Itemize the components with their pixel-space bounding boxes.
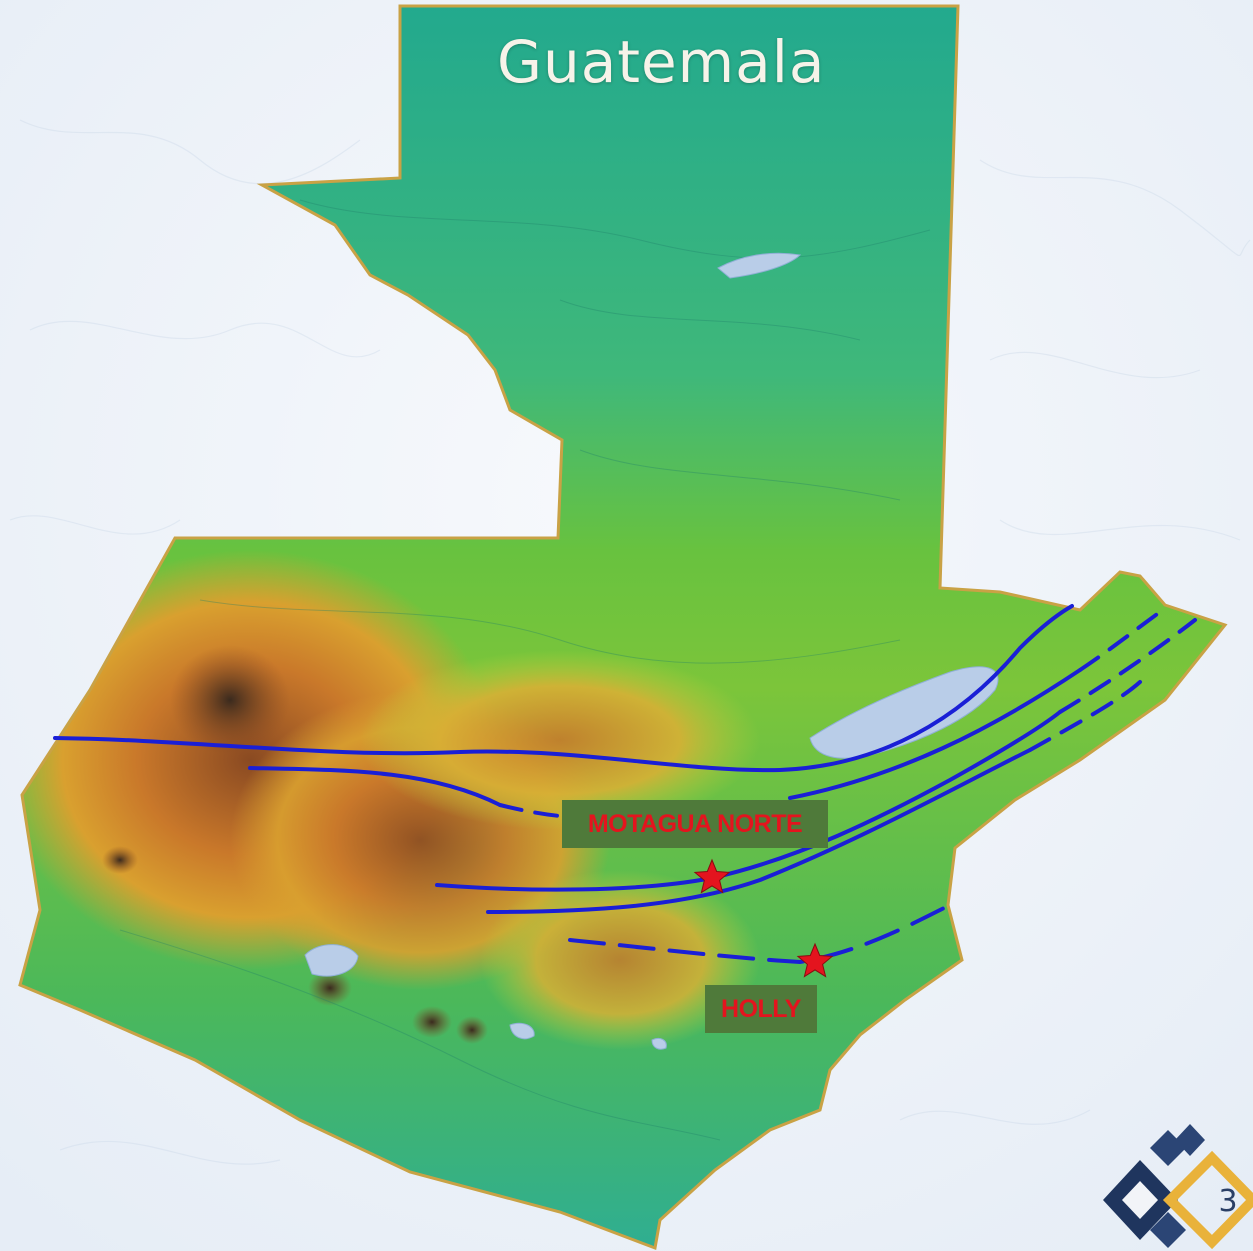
map-title: Guatemala: [497, 28, 826, 96]
page-number: 3: [1218, 1183, 1238, 1219]
logo-mark: [1103, 1124, 1253, 1250]
fault-line-motagua-south: [486, 748, 1032, 914]
star-icon: [796, 942, 834, 978]
fault-label-motagua-norte: MOTAGUA NORTE: [562, 800, 828, 848]
fault-line-motagua-upper: [788, 668, 1082, 800]
star-icon: [693, 858, 731, 894]
lake-atitlan: [304, 944, 359, 977]
fault-line-chixoy-polochic: [53, 604, 1074, 773]
lake-peten-itza: [717, 252, 802, 279]
lakes: [304, 252, 999, 1050]
fault-line-holly-dashed: [568, 904, 950, 965]
fault-line-segment: [248, 766, 502, 807]
background-texture: [9, 119, 1251, 1165]
country-border: [18, 4, 1228, 1251]
fault-line-segment-dashed: [498, 803, 562, 818]
fault-line-motagua-norte: [435, 710, 1062, 892]
fault-line-motagua-south-dashed: [1028, 680, 1142, 752]
lake-small: [651, 1037, 667, 1050]
fault-markers: [693, 858, 834, 978]
fault-lines: [53, 604, 1197, 965]
fault-label-holly: HOLLY: [705, 985, 817, 1033]
fault-line-motagua-norte-dashed: [1058, 618, 1197, 714]
fault-line-motagua-upper-dashed: [1078, 610, 1162, 672]
lake-amatitlan: [509, 1022, 535, 1040]
